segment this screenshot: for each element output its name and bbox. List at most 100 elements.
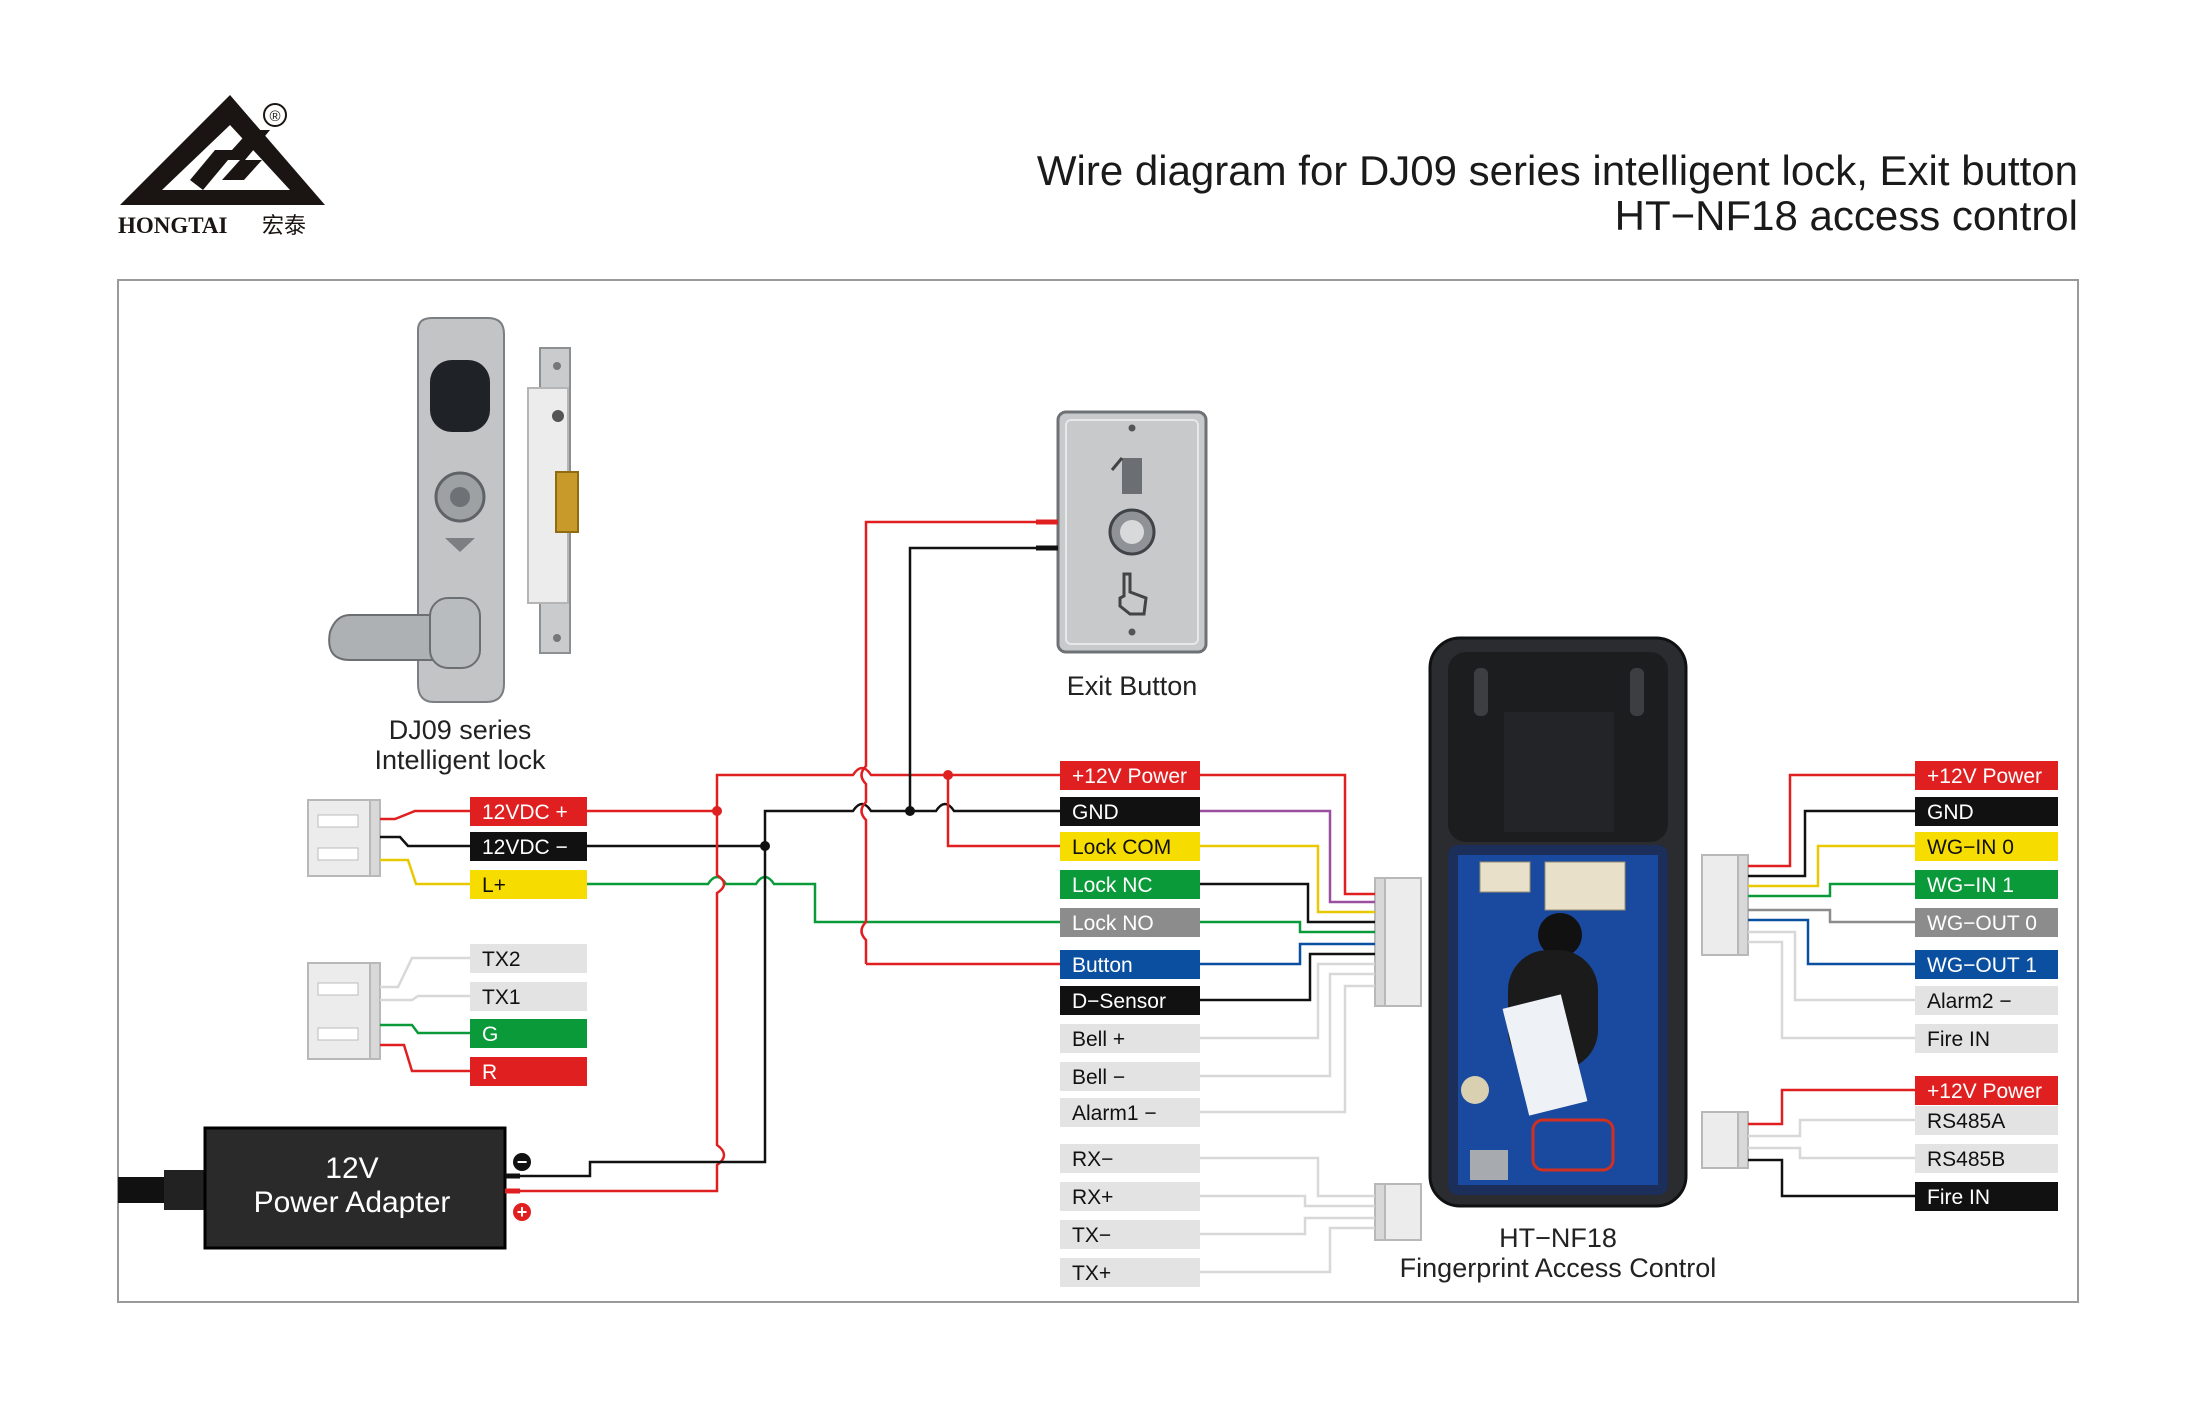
terminal-label: WG−IN 0: [1927, 836, 2014, 859]
label-box: [1060, 1098, 1200, 1127]
label-box: [1915, 950, 2058, 979]
lock-connector-main: [307, 799, 381, 877]
terminal-label: +12V Power: [1927, 765, 2042, 788]
label-box: [1060, 870, 1200, 899]
lock-terminal-labels: 12VDC + 12VDC − L+: [470, 797, 587, 899]
title-line-1: Wire diagram for DJ09 series intelligent…: [1037, 147, 2078, 194]
label-box: [1060, 908, 1200, 937]
terminal-label: Fire IN: [1927, 1028, 1990, 1051]
comm-terminal-labels: RX− RX+ TX− TX+: [1060, 1144, 1200, 1287]
terminal-label: R: [482, 1061, 497, 1084]
adapter-label-line-2: Power Adapter: [254, 1186, 451, 1219]
controller-connector-right-a: [1701, 854, 1749, 956]
label-box: [1915, 1106, 2058, 1135]
terminal-label: TX1: [482, 986, 521, 1009]
power-adapter-image: [118, 1126, 531, 1250]
terminal-label: +12V Power: [1927, 1080, 2042, 1103]
label-box: [1915, 870, 2058, 899]
controller-caption-line-1: HT−NF18: [1499, 1223, 1617, 1253]
label-box: [1915, 761, 2058, 790]
title-line-2: HT−NF18 access control: [1615, 192, 2078, 239]
label-box: [470, 870, 587, 899]
controller-connector-comm: [1374, 1183, 1422, 1241]
label-box: [1915, 832, 2058, 861]
wire-exit-button-black: [908, 546, 1036, 811]
terminal-label: Lock COM: [1072, 836, 1171, 859]
hongtai-logo: ®: [120, 95, 325, 205]
terminal-label: 12VDC −: [482, 836, 568, 859]
terminal-label: RX−: [1072, 1148, 1113, 1171]
terminal-label: 12VDC +: [482, 801, 568, 824]
label-box: [1060, 1258, 1200, 1287]
brand-name: HONGTAI: [118, 213, 228, 238]
wire-black-rail: [520, 802, 1060, 1178]
adapter-negative-sign: −: [517, 1152, 528, 1172]
wire-exit-button-red: [860, 520, 1036, 964]
terminal-label: TX+: [1072, 1262, 1111, 1285]
terminal-label: Alarm2 −: [1927, 990, 2012, 1013]
wire-lock-lplus-to-locknc: [587, 875, 1060, 924]
wire-lock-12v-plus-lead: [380, 809, 470, 821]
wire-lock-com-red: [946, 775, 1060, 848]
controller-connector-right-b: [1701, 1111, 1749, 1169]
label-box: [1060, 832, 1200, 861]
label-box: [1060, 1024, 1200, 1053]
label-box: [1915, 1024, 2058, 1053]
wire-red-rail: [520, 766, 1060, 1193]
controller-connector-left: [1374, 877, 1422, 1007]
adapter-label-line-1: 12V: [325, 1152, 378, 1185]
terminal-label: TX−: [1072, 1224, 1111, 1247]
label-box: [1915, 797, 2058, 826]
terminal-label: TX2: [482, 948, 521, 971]
brand-name-cn: 宏泰: [262, 214, 306, 239]
adapter-positive-sign: +: [517, 1202, 528, 1222]
terminal-label: Bell +: [1072, 1028, 1125, 1051]
label-box: [1915, 1076, 2058, 1105]
dj09-lock-image: [328, 317, 579, 703]
terminal-label: G: [482, 1023, 498, 1046]
terminal-label: WG−OUT 1: [1927, 954, 2037, 977]
terminal-label: Bell −: [1072, 1066, 1125, 1089]
lock-caption-line-2: Intelligent lock: [374, 745, 546, 775]
terminal-label: +12V Power: [1072, 765, 1187, 788]
label-box: [470, 832, 587, 861]
label-box: [1060, 1062, 1200, 1091]
label-box: [470, 797, 587, 826]
wire-lock-lplus-lead: [380, 858, 470, 886]
label-box: [1915, 986, 2058, 1015]
label-box: [1060, 1144, 1200, 1173]
lock-connector-aux: [307, 962, 381, 1060]
lock-caption-line-1: DJ09 series: [389, 715, 532, 745]
label-box: [1915, 1144, 2058, 1173]
terminal-label: L+: [482, 874, 506, 897]
label-box: [1915, 1182, 2058, 1211]
wiring: [380, 519, 1915, 1274]
diagram-frame: [117, 279, 2079, 1303]
label-box: [1060, 986, 1200, 1015]
terminal-label: RX+: [1072, 1186, 1113, 1209]
label-box: [1060, 1220, 1200, 1249]
terminal-label: D−Sensor: [1072, 990, 1166, 1013]
exit-button-caption: Exit Button: [1067, 671, 1198, 701]
label-box: [1060, 761, 1200, 790]
exit-button-image: [1056, 410, 1208, 654]
label-box: [1060, 950, 1200, 979]
label-box: [470, 1057, 587, 1086]
terminal-label: WG−OUT 0: [1927, 912, 2037, 935]
terminal-label: WG−IN 1: [1927, 874, 2014, 897]
terminal-label: Alarm1 −: [1072, 1102, 1157, 1125]
label-box: [1060, 797, 1200, 826]
terminal-label: Fire IN: [1927, 1186, 1990, 1209]
ht-nf18-controller-image: [1428, 636, 1688, 1208]
terminal-label: Lock NO: [1072, 912, 1154, 935]
terminal-label: Button: [1072, 954, 1133, 977]
label-box: [1915, 908, 2058, 937]
label-box: [1060, 1182, 1200, 1211]
registered-mark: ®: [269, 108, 280, 125]
wire-lock-12v-minus-lead: [380, 835, 470, 848]
